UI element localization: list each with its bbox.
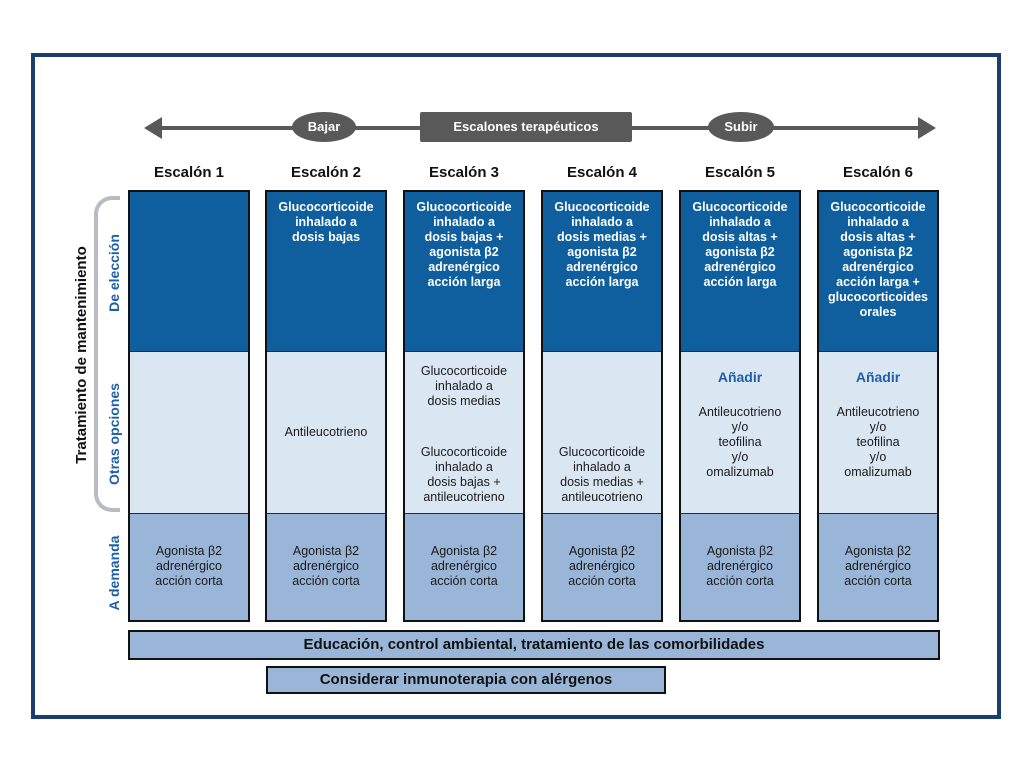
step-3-choice: Glucocorticoide inhalado a dosis bajas +… bbox=[405, 192, 523, 352]
step-5-choice: Glucocorticoide inhalado a dosis altas +… bbox=[681, 192, 799, 352]
education-bar: Educación, control ambiental, tratamient… bbox=[128, 630, 940, 660]
step-4-header: Escalón 4 bbox=[566, 164, 638, 181]
choice-row-label: De elección bbox=[106, 234, 122, 312]
step-down-label: Bajar bbox=[292, 112, 356, 142]
step-2-header: Escalón 2 bbox=[290, 164, 362, 181]
step-1-column: Agonista β2 adrenérgico acción corta bbox=[128, 190, 250, 622]
step-4-choice: Glucocorticoide inhalado a dosis medias … bbox=[543, 192, 661, 352]
maintenance-label: Tratamiento de mantenimiento bbox=[73, 246, 90, 464]
step-4-other-text-2: Glucocorticoide inhalado a dosis medias … bbox=[558, 445, 646, 504]
step-4-on-demand: Agonista β2 adrenérgico acción corta bbox=[543, 514, 661, 620]
step-3-header: Escalón 3 bbox=[428, 164, 500, 181]
step-2-column: Glucocorticoide inhalado a dosis bajas A… bbox=[265, 190, 387, 622]
other-options-row-label: Otras opciones bbox=[106, 383, 122, 485]
step-1-on-demand: Agonista β2 adrenérgico acción corta bbox=[130, 514, 248, 620]
step-1-header: Escalón 1 bbox=[153, 164, 225, 181]
step-6-choice: Glucocorticoide inhalado a dosis altas +… bbox=[819, 192, 937, 352]
step-6-on-demand: Agonista β2 adrenérgico acción corta bbox=[819, 514, 937, 620]
step-2-other-text: Antileucotrieno bbox=[284, 425, 368, 439]
step-6-add-label: Añadir bbox=[855, 369, 901, 385]
step-1-other-options bbox=[130, 352, 248, 514]
maintenance-bracket bbox=[94, 196, 120, 512]
on-demand-row-label: A demanda bbox=[106, 535, 122, 611]
step-5-column: Glucocorticoide inhalado a dosis altas +… bbox=[679, 190, 801, 622]
step-5-other-text: Antileucotrieno y/o teofilina y/o omaliz… bbox=[698, 405, 782, 479]
step-5-on-demand: Agonista β2 adrenérgico acción corta bbox=[681, 514, 799, 620]
step-6-column: Glucocorticoide inhalado a dosis altas +… bbox=[817, 190, 939, 622]
immunotherapy-bar: Considerar inmunoterapia con alérgenos bbox=[266, 666, 666, 694]
step-6-other-text: Antileucotrieno y/o teofilina y/o omaliz… bbox=[836, 405, 920, 479]
step-3-other-options: Glucocorticoide inhalado a dosis medias … bbox=[405, 352, 523, 514]
step-3-other-text-2: Glucocorticoide inhalado a dosis bajas +… bbox=[420, 445, 508, 504]
step-5-add-label: Añadir bbox=[717, 369, 763, 385]
step-2-other-options: Antileucotrieno bbox=[267, 352, 385, 514]
step-4-other-options: Glucocorticoide inhalado a dosis medias … bbox=[543, 352, 661, 514]
step-3-other-text: Glucocorticoide inhalado a dosis medias bbox=[420, 364, 508, 408]
arrow-title: Escalones terapéuticos bbox=[420, 112, 632, 142]
step-6-other-options: Añadir Antileucotrieno y/o teofilina y/o… bbox=[819, 352, 937, 514]
step-3-on-demand: Agonista β2 adrenérgico acción corta bbox=[405, 514, 523, 620]
arrow-left-head bbox=[144, 117, 162, 139]
step-2-on-demand: Agonista β2 adrenérgico acción corta bbox=[267, 514, 385, 620]
step-4-column: Glucocorticoide inhalado a dosis medias … bbox=[541, 190, 663, 622]
step-2-choice: Glucocorticoide inhalado a dosis bajas bbox=[267, 192, 385, 352]
step-5-header: Escalón 5 bbox=[704, 164, 776, 181]
step-6-header: Escalón 6 bbox=[842, 164, 914, 181]
step-up-label: Subir bbox=[708, 112, 774, 142]
step-3-column: Glucocorticoide inhalado a dosis bajas +… bbox=[403, 190, 525, 622]
arrow-right-head bbox=[918, 117, 936, 139]
step-5-other-options: Añadir Antileucotrieno y/o teofilina y/o… bbox=[681, 352, 799, 514]
step-1-choice bbox=[130, 192, 248, 352]
